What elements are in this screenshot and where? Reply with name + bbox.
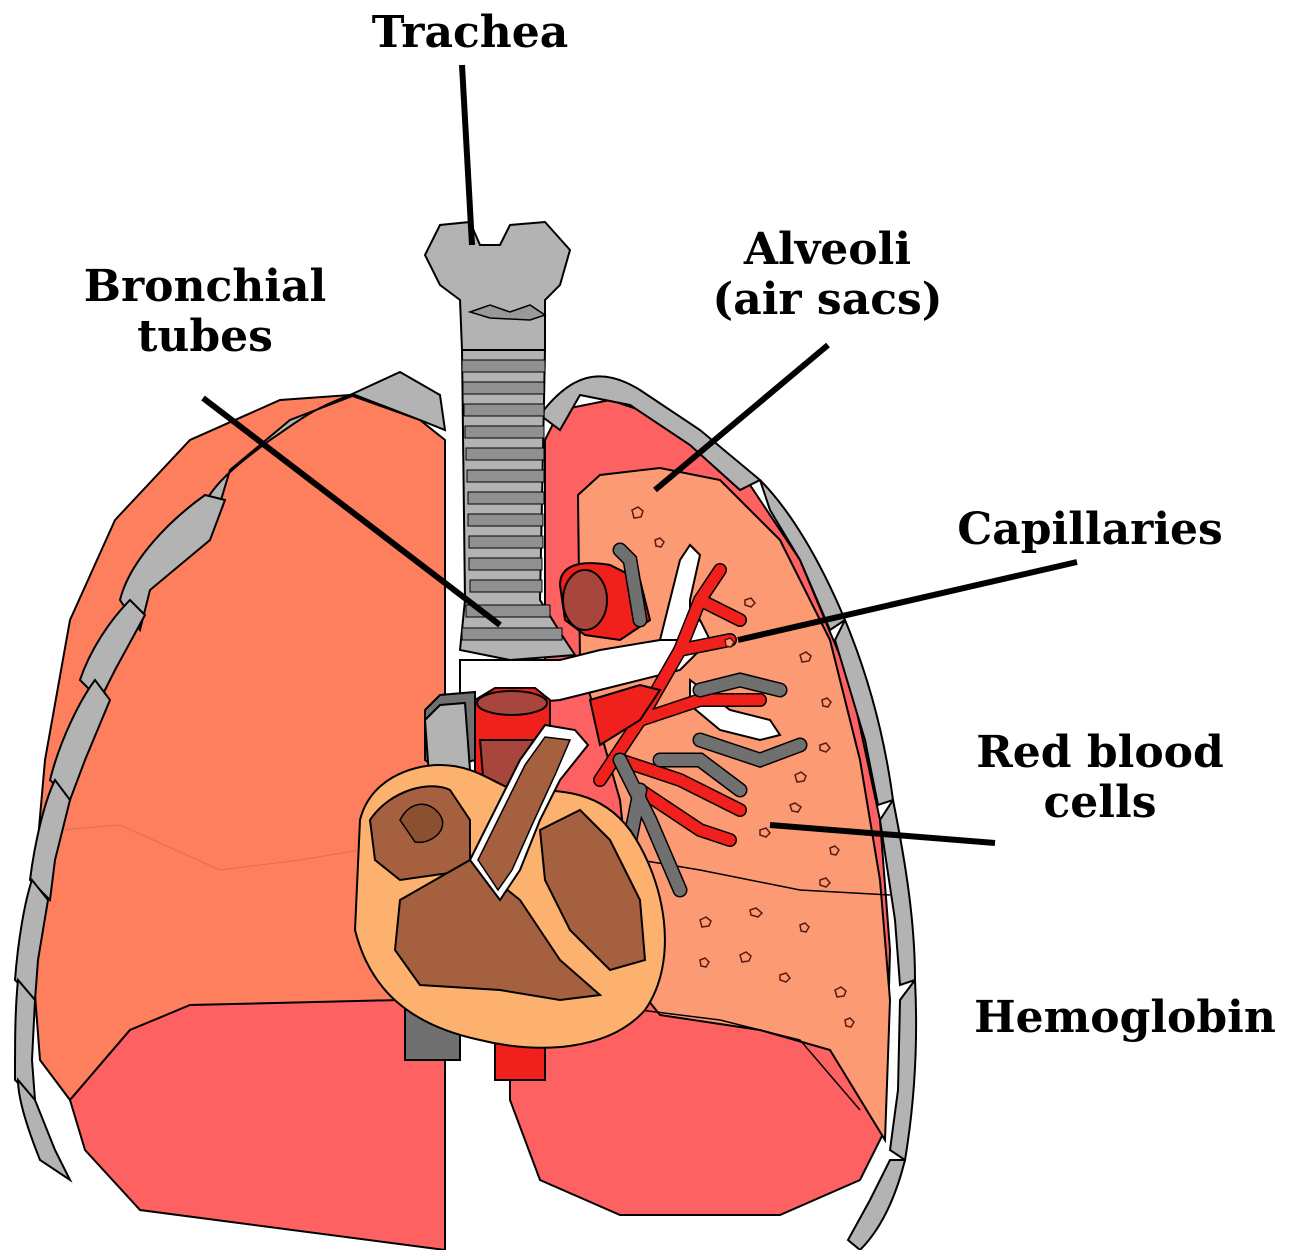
bronchial-label-line1: Bronchial	[75, 262, 335, 312]
left-lung-upper	[30, 395, 445, 1100]
rbc-label-line2: cells	[965, 778, 1235, 828]
capillaries-label: Capillaries	[945, 505, 1235, 555]
alveoli-label-line1: Alveoli	[700, 225, 955, 275]
larynx	[425, 222, 570, 350]
bronchial-label-line2: tubes	[75, 312, 335, 362]
trachea-label-text: Trachea	[372, 7, 569, 58]
rbc-label-line1: Red blood	[965, 728, 1235, 778]
trachea-label: Trachea	[360, 8, 580, 58]
trachea-leader	[462, 65, 472, 245]
hemoglobin-label: Hemoglobin	[965, 993, 1285, 1043]
red-blood-cells-label: Red blood cells	[965, 728, 1235, 828]
alveoli-label: Alveoli (air sacs)	[700, 225, 955, 325]
hemoglobin-label-text: Hemoglobin	[974, 992, 1276, 1043]
left-lung-lower	[70, 1000, 445, 1250]
capillaries-label-text: Capillaries	[957, 504, 1223, 555]
alveoli-label-line2: (air sacs)	[700, 275, 955, 325]
bronchial-tubes-label: Bronchial tubes	[75, 262, 335, 362]
